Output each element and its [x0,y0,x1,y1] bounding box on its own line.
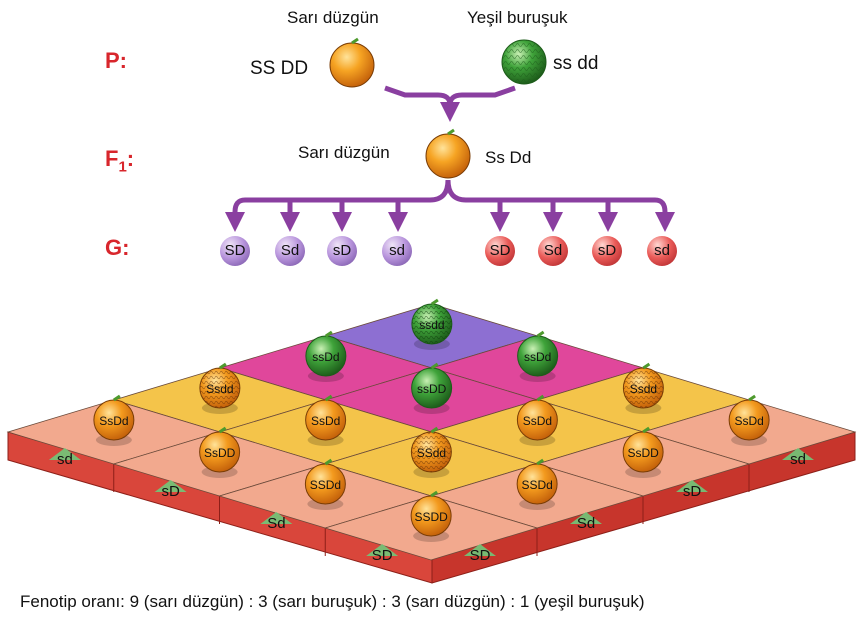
offspring-genotype-label: SsDd [99,414,128,428]
gamete-purple-2: sD [327,236,357,266]
svg-text:SD: SD [372,547,393,564]
offspring-pea-SSDd: SSDd [516,458,558,510]
offspring-pea-SSDd: SSDd [304,458,346,510]
parent-left-genotype: SS DD [250,58,309,79]
f1-label-colon: : [126,146,135,171]
generation-label-f1: F1: [105,146,134,175]
offspring-pea-SsDd: SsDd [516,394,558,446]
parent-green-wrinkled-pea [501,39,547,85]
row-gamete-label: Sd [260,512,293,532]
offspring-genotype-label: Ssdd [206,382,233,396]
f1-phenotype: Sarı düzgün [298,143,390,162]
gamete-red-1: Sd [538,236,568,266]
phenotype-ratio-caption: Fenotip oranı: 9 (sarı düzgün) : 3 (sarı… [20,592,645,611]
gamete-purple-1: Sd [275,236,305,266]
svg-text:sd: sd [57,451,73,468]
offspring-pea-SsDD: SsDD [199,426,241,478]
offspring-genotype-label: ssDd [312,350,339,364]
svg-text:sd: sd [790,451,806,468]
parent-right-genotype: ss dd [553,53,599,74]
parent-right-phenotype: Yeşil buruşuk [467,8,568,27]
svg-text:SD: SD [470,547,491,564]
offspring-genotype-label: SSdd [417,446,446,460]
offspring-pea-ssDd: ssDd [305,330,347,382]
svg-text:Sd: Sd [577,515,595,532]
row-gamete-label: SD [366,544,399,564]
parent-left-phenotype: Sarı düzgün [287,8,379,27]
offspring-genotype-label: SsDD [204,446,236,460]
offspring-pea-SsDD: SsDD [622,426,664,478]
offspring-genotype-label: SsDd [734,414,763,428]
gamete-red-3: sd [647,236,677,266]
cross-arrow [384,85,516,112]
parent-yellow-smooth-pea [329,37,375,88]
column-gamete-label: sD [676,480,708,500]
offspring-pea-SSdd: SSdd [410,426,452,478]
offspring-genotype-label: SSDD [414,510,448,524]
offspring-pea-SsDd: SsDd [728,394,770,446]
gamete-red-2: sD [592,236,622,266]
offspring-genotype-label: ssdd [419,318,444,332]
offspring-pea-SsDd: SsDd [305,394,347,446]
offspring-pea-ssdd: ssdd [411,298,453,350]
gamete-purple-3: sd [382,236,412,266]
f1-label-subscript: 1 [118,158,127,176]
offspring-genotype-label: ssDd [524,350,551,364]
row-gamete-label: sd [48,448,81,468]
column-gamete-label: sd [782,448,814,468]
offspring-genotype-label: Ssdd [630,382,657,396]
offspring-pea-Ssdd: Ssdd [199,362,241,414]
f1-label-letter: F [105,146,119,171]
gamete-branch-arrows [225,179,675,232]
svg-text:sD: sD [683,483,702,500]
cross-arrows-and-peas [225,37,675,232]
gamete-red-0: SD [485,236,515,266]
offspring-pea-ssDd: ssDd [517,330,559,382]
offspring-genotype-label: SsDd [523,414,552,428]
offspring-pea-Ssdd: Ssdd [622,362,664,414]
offspring-genotype-label: ssDD [417,382,447,396]
offspring-genotype-label: SsDd [311,414,340,428]
f1-yellow-smooth-pea [425,128,471,179]
generation-label-g: G: [105,235,130,260]
f1-genotype: Ss Dd [485,148,532,167]
offspring-genotype-label: SSDd [521,478,552,492]
offspring-genotype-label: SSDd [310,478,341,492]
column-gamete-label: Sd [570,512,602,532]
column-gamete-label: SD [464,544,496,564]
offspring-pea-SsDd: SsDd [93,394,135,446]
offspring-genotype-label: SsDD [627,446,659,460]
row-gamete-label: sD [154,480,187,500]
offspring-pea-SSDD: SSDD [410,490,452,542]
generation-label-p: P: [105,48,127,73]
gamete-purple-0: SD [220,236,250,266]
offspring-pea-ssDD: ssDD [411,362,453,414]
svg-text:Sd: Sd [267,515,285,532]
svg-text:sD: sD [161,483,180,500]
